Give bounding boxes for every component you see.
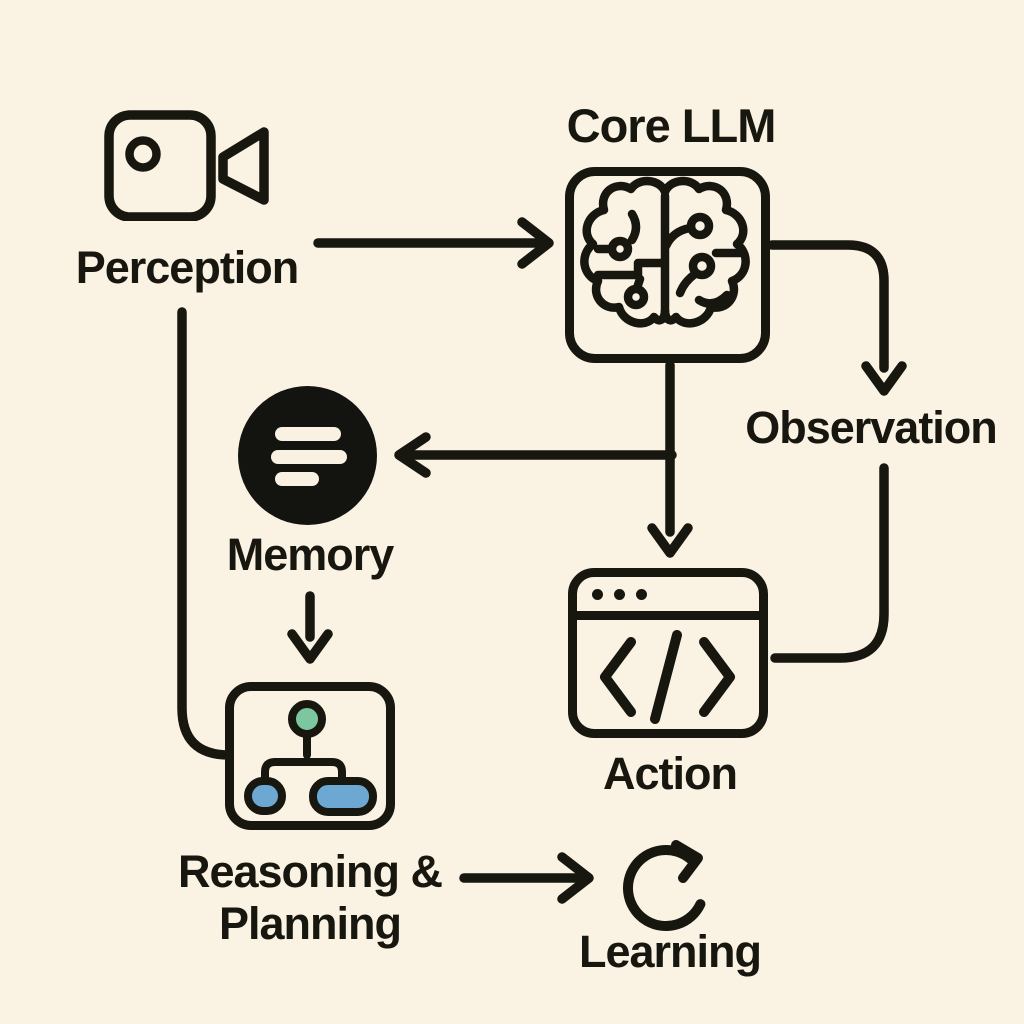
arrowhead-down-icon [647,523,693,558]
arrowhead-down-icon [861,361,907,396]
memory-line [275,427,341,441]
window-dot-icon [614,588,625,600]
perception-label: Perception [75,242,300,293]
core-llm-box [565,167,770,363]
code-window-icon [568,568,768,738]
memory-line [271,450,347,464]
arrowhead-right-icon [517,217,554,269]
reasoning-planning-label: Reasoning & Planning [177,846,443,950]
edge-perception-to-reasoning [177,307,234,760]
learning-label: Learning [578,926,762,977]
video-camera-icon [104,110,269,221]
observation-label: Observation [745,402,998,453]
reasoning-label-line2: Planning [218,898,402,949]
brain-circuit-icon [580,176,750,328]
memory-line [275,472,319,486]
window-dot-icon [592,588,603,600]
cycle-refresh-icon [622,840,706,931]
memory-label: Memory [226,529,395,580]
arrowhead-left-icon [394,432,431,478]
core-llm-label: Core LLM [566,99,777,152]
window-titlebar [577,577,759,620]
tree-graphic [244,700,377,816]
edge-observation-to-action [770,463,889,663]
window-dot-icon [636,588,647,600]
edge-core-llm-to-observation [767,240,889,373]
memory-list-icon [238,386,377,525]
arrowhead-right-icon [557,852,594,904]
code-brackets-icon [600,630,735,724]
action-label: Action [603,748,738,799]
reasoning-label-line1: Reasoning & [177,846,443,897]
arrowhead-down-icon [287,629,333,664]
hierarchy-tree-icon [225,682,395,830]
